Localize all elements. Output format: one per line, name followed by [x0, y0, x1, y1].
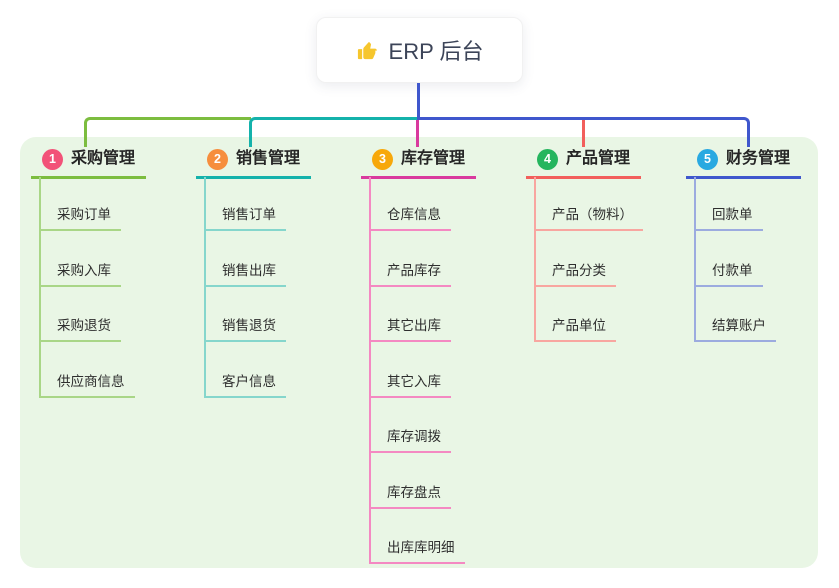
child-node[interactable]: 供应商信息	[39, 372, 135, 398]
child-node[interactable]: 库存调拨	[369, 427, 451, 453]
child-node[interactable]: 销售出库	[204, 261, 286, 287]
branch-spine-line	[369, 177, 371, 564]
child-node[interactable]: 客户信息	[204, 372, 286, 398]
branch-node-5[interactable]: 5 财务管理	[686, 148, 802, 179]
branch-label-text: 库存管理	[401, 150, 466, 167]
branch-spine-line	[534, 177, 536, 342]
connector-branch3	[416, 120, 419, 147]
branch-label-text: 产品管理	[566, 150, 631, 167]
child-node[interactable]: 销售订单	[204, 205, 286, 231]
branch-number-badge: 3	[372, 148, 393, 170]
child-node[interactable]: 采购订单	[39, 205, 121, 231]
child-node[interactable]: 仓库信息	[369, 205, 451, 231]
root-title: ERP 后台	[388, 39, 484, 64]
branch-node-4[interactable]: 4 产品管理	[526, 148, 642, 179]
connector-branch4	[582, 120, 585, 147]
branch-number-badge: 1	[42, 148, 63, 170]
child-node[interactable]: 产品分类	[534, 261, 616, 287]
child-node[interactable]: 其它入库	[369, 372, 451, 398]
branch-label-text: 采购管理	[71, 150, 136, 167]
child-node[interactable]: 采购入库	[39, 261, 121, 287]
child-node[interactable]: 库存盘点	[369, 483, 451, 509]
child-node[interactable]: 回款单	[694, 205, 763, 231]
child-node[interactable]: 采购退货	[39, 316, 121, 342]
branch-number-badge: 4	[537, 148, 558, 170]
branch-label-text: 财务管理	[726, 150, 791, 167]
branch-number-badge: 2	[207, 148, 228, 170]
branch-spine-line	[694, 177, 696, 342]
branch-node-1[interactable]: 1 采购管理	[31, 148, 147, 179]
child-node[interactable]: 付款单	[694, 261, 763, 287]
child-node[interactable]: 销售退货	[204, 316, 286, 342]
child-node[interactable]: 其它出库	[369, 316, 451, 342]
branch-number-badge: 5	[697, 148, 718, 170]
branch-spine-line	[39, 177, 41, 398]
branch-node-3[interactable]: 3 库存管理	[361, 148, 477, 179]
child-node[interactable]: 出库库明细	[369, 538, 465, 564]
child-node[interactable]: 产品单位	[534, 316, 616, 342]
child-node[interactable]: 产品库存	[369, 261, 451, 287]
thumbs-up-icon	[356, 39, 379, 62]
branch-node-2[interactable]: 2 销售管理	[196, 148, 312, 179]
connector-branch2	[249, 117, 417, 147]
child-node[interactable]: 产品（物料）	[534, 205, 643, 231]
connector-branch1	[84, 117, 251, 147]
branch-label-text: 销售管理	[236, 150, 301, 167]
root-stem-line	[417, 83, 420, 120]
root-node[interactable]: ERP 后台	[316, 17, 523, 83]
child-node[interactable]: 结算账户	[694, 316, 776, 342]
branch-spine-line	[204, 177, 206, 398]
branches-panel	[20, 137, 818, 568]
connector-branch5	[417, 117, 750, 147]
